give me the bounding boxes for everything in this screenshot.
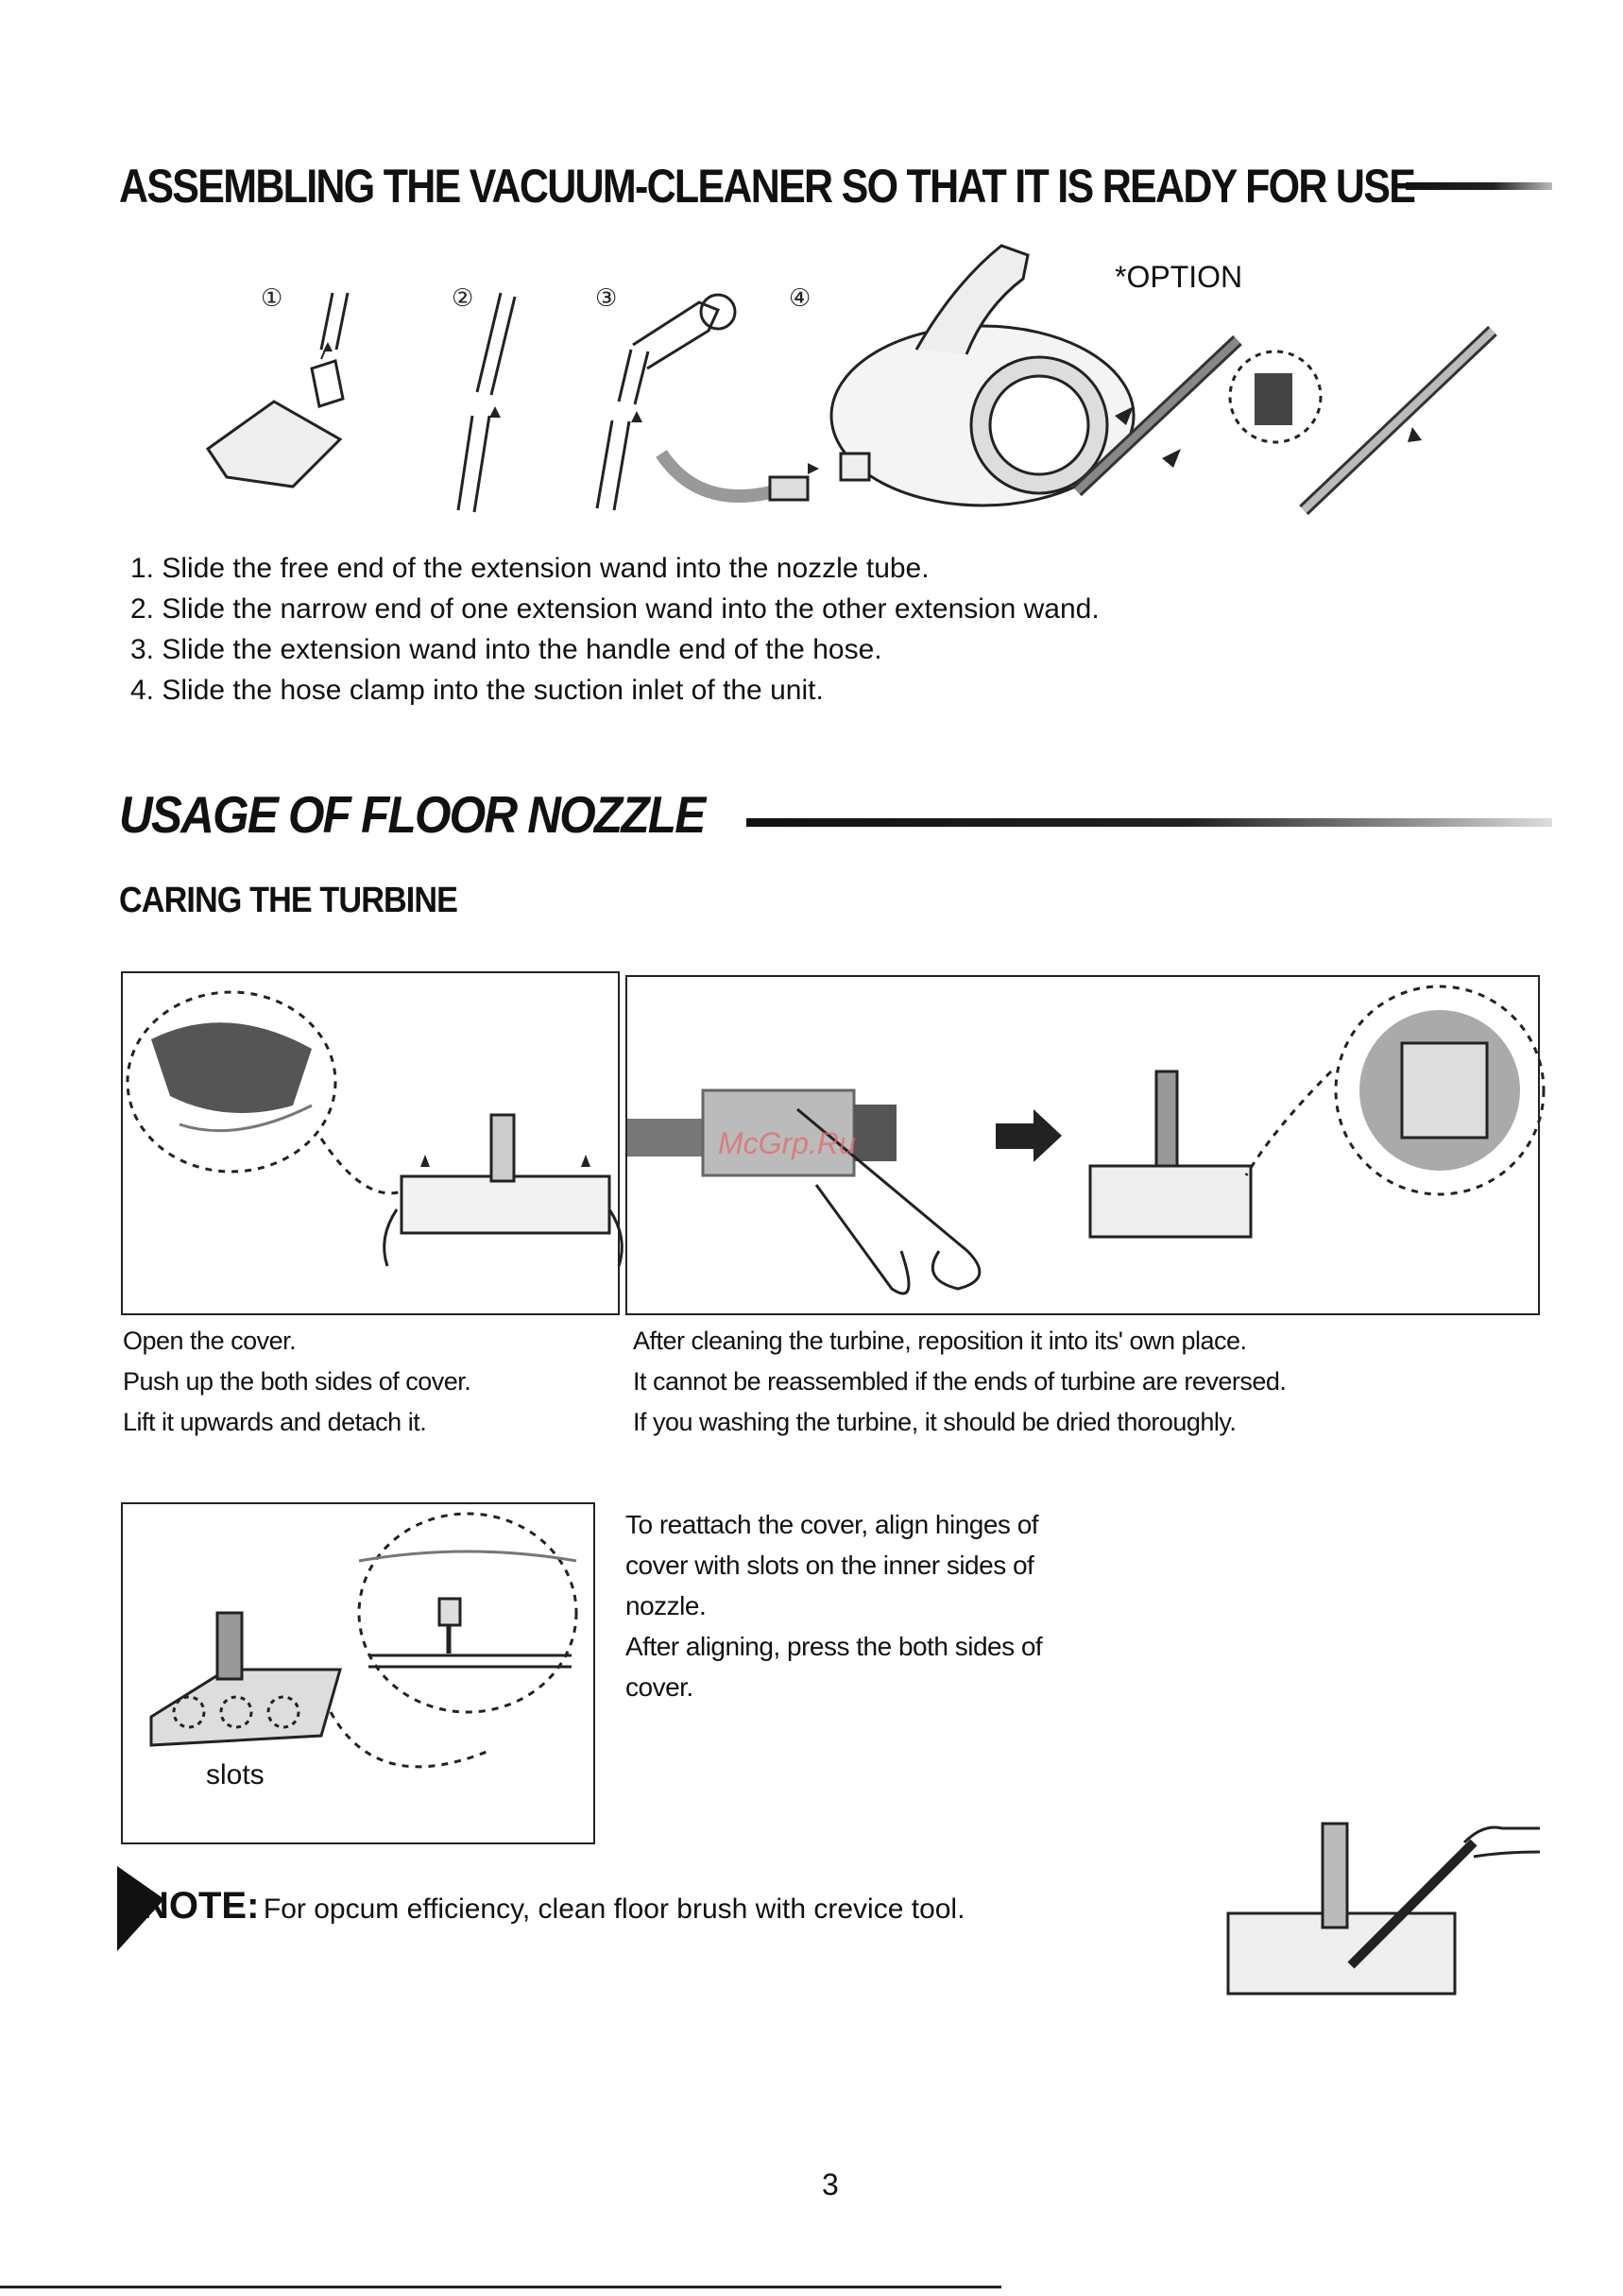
step-4: 4. Slide the hose clamp into the suction… [130, 675, 824, 706]
caption-line: Push up the both sides of cover. [123, 1367, 471, 1396]
reattach-cover-illustration [149, 1512, 578, 1769]
section-rule [746, 818, 1552, 827]
assembly-steps: 1. Slide the free end of the extension w… [130, 548, 1100, 711]
crevice-tool-illustration [1226, 1822, 1541, 1996]
caption-line: After cleaning the turbine, reposition i… [633, 1327, 1247, 1355]
caption-clean-turbine: After cleaning the turbine, reposition i… [633, 1321, 1287, 1443]
option-label: *OPTION [1115, 260, 1243, 294]
option-illustration [1072, 325, 1497, 516]
page-number: 3 [822, 2167, 839, 2202]
note-label: NOTE: [142, 1885, 260, 1927]
bottom-rule [0, 2286, 1001, 2288]
marker-2: ② [452, 284, 473, 313]
slots-label: slots [206, 1759, 265, 1791]
reattach-cover-figure: slots [121, 1502, 595, 1844]
clean-turbine-illustration [627, 985, 1546, 1295]
step-2: 2. Slide the narrow end of one extension… [130, 593, 1100, 625]
watermark: McGrp.Ru [718, 1126, 856, 1160]
caption-line: It cannot be reassembled if the ends of … [633, 1367, 1287, 1396]
caption-line: Open the cover. [123, 1327, 297, 1355]
reattach-line: To reattach the cover, align hinges of [625, 1510, 1039, 1539]
open-cover-figure [121, 971, 624, 1315]
step-3-illustration: ③ [595, 284, 737, 511]
section-title-assembling: ASSEMBLING THE VACUUM-CLEANER SO THAT IT… [119, 160, 1416, 213]
note-text: For opcum efficiency, clean floor brush … [263, 1893, 965, 1925]
note: NOTE: For opcum efficiency, clean floor … [142, 1885, 965, 1928]
step-2-illustration: ② [452, 284, 517, 513]
note-marker-icon [117, 1866, 164, 1951]
caption-line: Lift it upwards and detach it. [123, 1408, 427, 1436]
reattach-line: cover with slots on the inner sides of [625, 1551, 1034, 1580]
title-rule [1406, 182, 1552, 190]
marker-3: ③ [595, 284, 617, 313]
reattach-instructions: To reattach the cover, align hinges of c… [625, 1504, 1043, 1707]
open-cover-illustration [126, 990, 624, 1267]
marker-1: ① [261, 284, 282, 313]
reattach-line: After aligning, press the both sides of [625, 1632, 1043, 1661]
marker-4: ④ [789, 284, 811, 313]
reattach-line: nozzle. [625, 1591, 707, 1620]
section-title-floor-nozzle: USAGE OF FLOOR NOZZLE [119, 785, 706, 844]
step-1-illustration: ① [205, 284, 350, 488]
clean-turbine-figure [625, 975, 1546, 1315]
reattach-line: cover. [625, 1672, 693, 1702]
subtitle-caring-turbine: CARING THE TURBINE [119, 881, 458, 920]
caption-open-cover: Open the cover. Push up the both sides o… [123, 1321, 471, 1443]
step-4-illustration: ④ [656, 244, 1136, 507]
step-1: 1. Slide the free end of the extension w… [130, 553, 930, 584]
assembly-illustration: ① ② ③ ④ [205, 244, 1497, 516]
caption-line: If you washing the turbine, it should be… [633, 1408, 1237, 1436]
step-3: 3. Slide the extension wand into the han… [130, 634, 882, 665]
